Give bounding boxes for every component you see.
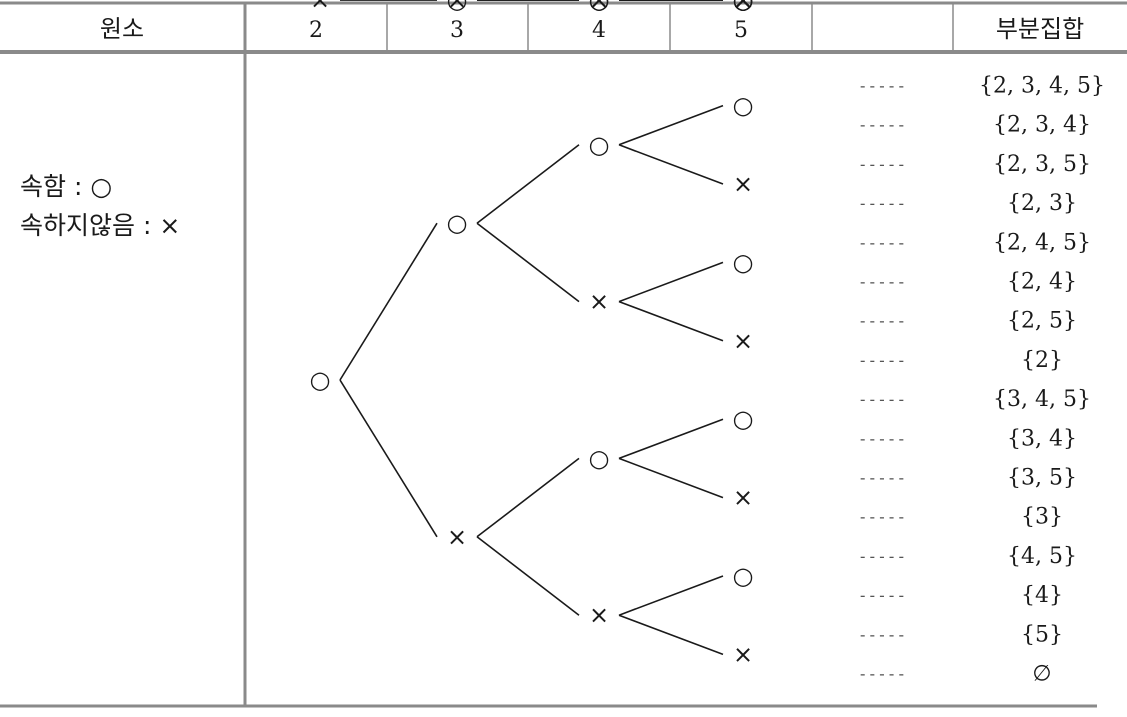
exclude-mark-L3-7: × [589,0,609,14]
tree-branch-L4-1 [618,144,724,185]
tree-branch-L3-0 [476,144,580,224]
header-col-4: 4 [592,18,606,43]
tree-branch-L4-2 [618,261,724,303]
subset-14: {5} [1021,622,1063,647]
include-mark-L4-4: ○ [733,405,754,433]
exclude-mark-L4-13: × [733,0,753,14]
subset-rows: ----- {2, 3, 4, 5} ----- {2, 3, 4} ----- {2, … [858,74,1105,687]
tree-branch-L3-3 [476,536,580,616]
row-dashes-11: ----- [858,508,906,527]
subset-7: {2} [1021,348,1063,373]
row-dashes-0: ----- [858,77,906,96]
include-mark-L3-6: ○ [589,0,610,14]
subset-1: {2, 3, 4} [993,113,1091,138]
row-dashes-10: ----- [858,469,906,488]
tree-branch-L2-1 [339,379,438,538]
subset-12: {4, 5} [1007,544,1077,569]
row-dashes-6: ----- [858,312,906,331]
subset-13: {4} [1021,583,1063,608]
exclude-mark-L4-11: × [733,0,753,14]
include-mark-L4-2: ○ [733,248,754,276]
subset-10: {3, 5} [1007,466,1077,491]
legend-included: 속함 : ○ [20,172,112,201]
exclude-mark-L4-9: × [733,0,753,14]
tree-branch-L4-3 [618,300,724,342]
header-col-5: 5 [734,18,748,43]
exclude-mark-L1-1: × [310,0,330,14]
header-col-2: 2 [309,18,323,43]
subset-2: {2, 3, 5} [993,152,1091,177]
include-mark-L4-12: ○ [733,0,754,14]
header-subset-label: 부분집합 [996,15,1084,43]
row-dashes-13: ----- [858,586,906,605]
tree-branch-L3-2 [476,457,580,538]
legend-excluded: 속하지않음 : × [20,211,180,240]
subset-8: {3, 4, 5} [993,387,1091,412]
subset-11: {3} [1021,505,1063,530]
row-dashes-9: ----- [858,429,906,448]
tree-branch-L4-5 [618,457,724,499]
exclude-mark-L4-15: × [733,0,753,14]
exclude-mark-L3-5: × [589,0,609,14]
exclude-mark-L3-1: × [589,288,609,316]
exclude-mark-L2-3: × [447,0,467,14]
subset-4: {2, 4, 5} [993,230,1091,255]
include-mark-L4-0: ○ [733,92,754,120]
subset-6: {2, 5} [1007,309,1077,334]
exclude-mark-L3-3: × [589,601,609,629]
header-col-3: 3 [450,18,464,43]
exclude-mark-L4-3: × [733,327,753,355]
row-dashes-12: ----- [858,547,906,566]
tree-branch-L4-4 [618,418,724,460]
tree-nodes: ○×○×○×○×○×○×○×○×○×○×○×○×○×○×○× [310,0,754,668]
subset-5: {2, 4} [1007,270,1077,295]
include-mark-L4-10: ○ [733,0,754,14]
subset-0: {2, 3, 4, 5} [979,74,1105,99]
include-mark-L2-0: ○ [447,209,468,237]
row-dashes-8: ----- [858,390,906,409]
include-mark-L2-2: ○ [447,0,468,14]
include-mark-L3-4: ○ [589,0,610,14]
include-mark-L3-2: ○ [589,444,610,472]
subset-15: ∅ [1032,662,1051,687]
tree-branch-L4-0 [618,104,724,146]
tree-branch-L4-7 [618,614,724,656]
tree-edges [339,0,724,656]
exclude-mark-L4-7: × [733,640,753,668]
subset-9: {3, 4} [1007,426,1077,451]
include-mark-L3-0: ○ [589,131,610,159]
row-dashes-15: ----- [858,665,906,684]
include-mark-L4-8: ○ [733,0,754,14]
row-dashes-3: ----- [858,194,906,213]
row-dashes-4: ----- [858,233,906,252]
row-dashes-7: ----- [858,351,906,370]
header-element-label: 원소 [100,15,144,43]
row-dashes-5: ----- [858,273,906,292]
exclude-mark-L4-5: × [733,484,753,512]
tree-branch-L2-0 [339,222,438,381]
row-dashes-1: ----- [858,116,906,135]
tree-branch-L3-1 [476,222,580,303]
include-mark-L4-14: ○ [733,0,754,14]
exclude-mark-L2-1: × [447,523,467,551]
subset-3: {2, 3} [1007,191,1077,216]
row-dashes-14: ----- [858,625,906,644]
tree-branch-L4-6 [618,575,724,616]
exclude-mark-L4-1: × [733,170,753,198]
row-dashes-2: ----- [858,155,906,174]
include-mark-L1-0: ○ [310,366,331,394]
include-mark-L4-6: ○ [733,562,754,590]
